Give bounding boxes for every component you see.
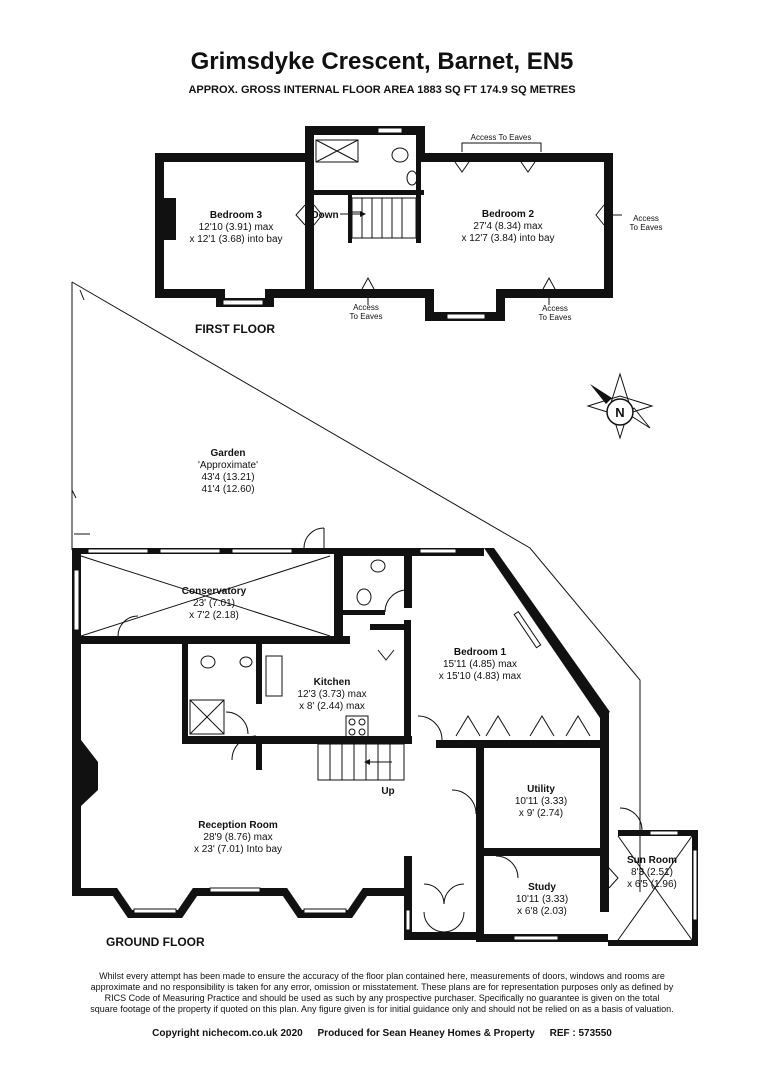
ground-floor-label: GROUND FLOOR (106, 935, 205, 949)
bedroom1-dim1: 15'11 (4.85) max (443, 659, 517, 670)
footer-ref: REF : 573550 (549, 1028, 612, 1039)
access-eaves-left-1: Access (353, 303, 379, 312)
stairs-down-label: Down (311, 210, 338, 221)
access-eaves-right-2: To Eaves (630, 223, 663, 232)
disclaimer-text: Whilst every attempt has been made to en… (90, 971, 674, 1014)
reception-dim1: 28'9 (8.76) max (203, 832, 272, 843)
conservatory-dim1: 23' (7.01) (193, 598, 235, 609)
sunroom-dim2: x 6'5 (1.96) (627, 879, 677, 890)
footer-produced: Produced for Sean Heaney Homes & Propert… (317, 1028, 535, 1039)
study-dim2: x 6'8 (2.03) (517, 906, 567, 917)
bedroom2-dim1: 27'4 (8.34) max (473, 221, 542, 232)
conservatory-label: Conservatory (182, 586, 247, 597)
bedroom2-label: Bedroom 2 (482, 209, 535, 220)
utility-dim1: 10'11 (3.33) (515, 796, 567, 807)
kitchen-label: Kitchen (314, 677, 351, 688)
bedroom1-dim2: x 15'10 (4.83) max (439, 671, 522, 682)
garden-label: Garden (210, 448, 245, 459)
sunroom-label: Sun Room (627, 855, 677, 866)
kitchen-dim1: 12'3 (3.73) max (297, 689, 366, 700)
garden-dim1: 43'4 (13.21) (201, 472, 254, 483)
bedroom3-dim1: 12'10 (3.91) max (199, 222, 274, 233)
kitchen-dim2: x 8' (2.44) max (299, 701, 365, 712)
ground-floor-plan (72, 527, 698, 946)
reception-label: Reception Room (198, 820, 278, 831)
garden-dim2: 41'4 (12.60) (201, 484, 254, 495)
footer-copyright: Copyright nichecom.co.uk 2020 (152, 1028, 303, 1039)
bedroom3-label: Bedroom 3 (210, 210, 263, 221)
study-label: Study (528, 882, 556, 893)
first-floor-label: FIRST FLOOR (195, 322, 275, 336)
access-eaves-mid-2: To Eaves (539, 313, 572, 322)
first-floor-plan (155, 126, 622, 321)
bedroom3-dim2: x 12'1 (3.68) into bay (189, 234, 282, 245)
conservatory-dim2: x 7'2 (2.18) (189, 610, 239, 621)
utility-dim2: x 9' (2.74) (519, 808, 563, 819)
access-eaves-mid-1: Access (542, 304, 568, 313)
floor-area-subtitle: APPROX. GROSS INTERNAL FLOOR AREA 1883 S… (188, 84, 576, 96)
plan-title: Grimsdyke Crescent, Barnet, EN5 (190, 48, 574, 75)
garden-approx: 'Approximate' (198, 460, 258, 471)
footer: Copyright nichecom.co.uk 2020 Produced f… (0, 1028, 764, 1039)
study-dim1: 10'11 (3.33) (516, 894, 568, 905)
sunroom-dim1: 8'3 (2.51) (631, 867, 673, 878)
utility-label: Utility (527, 784, 555, 795)
compass-north-letter: N (615, 405, 624, 420)
access-eaves-right-1: Access (633, 214, 659, 223)
stairs-up-label: Up (381, 786, 394, 797)
access-eaves-left-2: To Eaves (350, 312, 383, 321)
bedroom2-dim2: x 12'7 (3.84) into bay (461, 233, 554, 244)
garden-boundary (71, 281, 641, 892)
access-eaves-top: Access To Eaves (471, 133, 532, 142)
bedroom1-label: Bedroom 1 (454, 647, 507, 658)
reception-dim2: x 23' (7.01) Into bay (194, 844, 282, 855)
compass-icon: N (586, 372, 654, 440)
